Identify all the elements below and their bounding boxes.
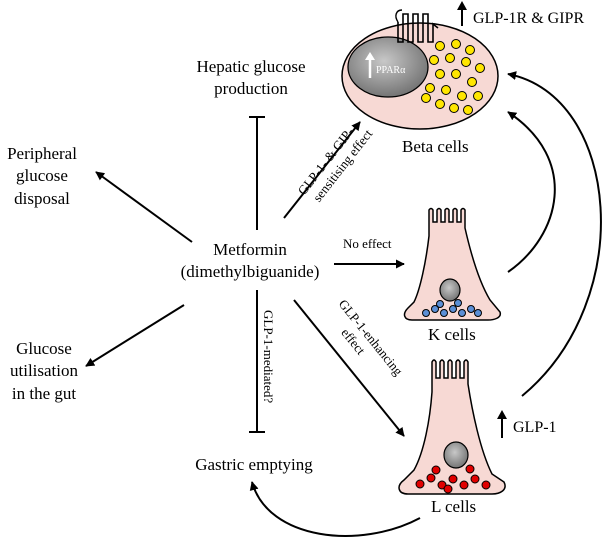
k-nucleus	[439, 278, 461, 302]
peripheral-label-3: disposal	[14, 189, 70, 208]
l-to-gastric-arrow	[249, 481, 421, 537]
k-effect-label: No effect	[343, 236, 392, 251]
peripheral-label-2: glucose	[16, 166, 68, 185]
ppar-nucleus	[347, 36, 429, 98]
k-granules	[422, 299, 482, 317]
hepatic-label-2: production	[214, 79, 288, 98]
gut-label-1: Glucose	[16, 339, 72, 358]
dimethylbiguanide-label: (dimethylbiguanide)	[181, 262, 320, 281]
beta-cells-label: Beta cells	[402, 137, 469, 156]
beta-cell: PPARα GLP-1R & GIPR Beta cells	[341, 1, 584, 156]
beta-granules	[421, 39, 485, 115]
k-cell: K cells	[403, 207, 502, 344]
gut-arrow	[85, 304, 185, 367]
gut-label-2: utilisation	[10, 361, 79, 380]
l-cell-arrow	[293, 299, 405, 437]
peripheral-label-1: Peripheral	[7, 144, 77, 163]
ppar-label: PPARα	[376, 65, 406, 76]
peripheral-arrow	[95, 171, 193, 243]
gastric-emptying-label: Gastric emptying	[195, 455, 313, 474]
beta-effect-label: GLP-1- & GIP- sensitising effect	[295, 124, 376, 204]
beta-arrow	[283, 121, 361, 219]
receptor-label: GLP-1R & GIPR	[473, 10, 584, 27]
membrane-receptor-icon	[397, 13, 439, 43]
k-to-beta-arrow	[507, 111, 556, 273]
l-cell: L cells GLP-1	[398, 359, 557, 516]
gut-label-3: in the gut	[12, 384, 76, 403]
l-granules	[415, 464, 491, 494]
l-to-beta-arrow	[507, 71, 602, 397]
k-cell-body	[403, 207, 502, 321]
l-nucleus	[443, 441, 469, 469]
l-cell-body	[398, 359, 506, 495]
l-cells-label: L cells	[431, 497, 476, 516]
metformin-label: Metformin	[213, 240, 287, 259]
l-effect-label: GLP-1-enhancing effect	[336, 296, 407, 378]
gastric-mediated-label: GLP-1-mediated?	[261, 310, 276, 403]
hepatic-label-1: Hepatic glucose	[196, 57, 305, 76]
k-cells-label: K cells	[428, 325, 476, 344]
connectors	[85, 71, 602, 537]
glp1-label: GLP-1	[513, 419, 557, 436]
